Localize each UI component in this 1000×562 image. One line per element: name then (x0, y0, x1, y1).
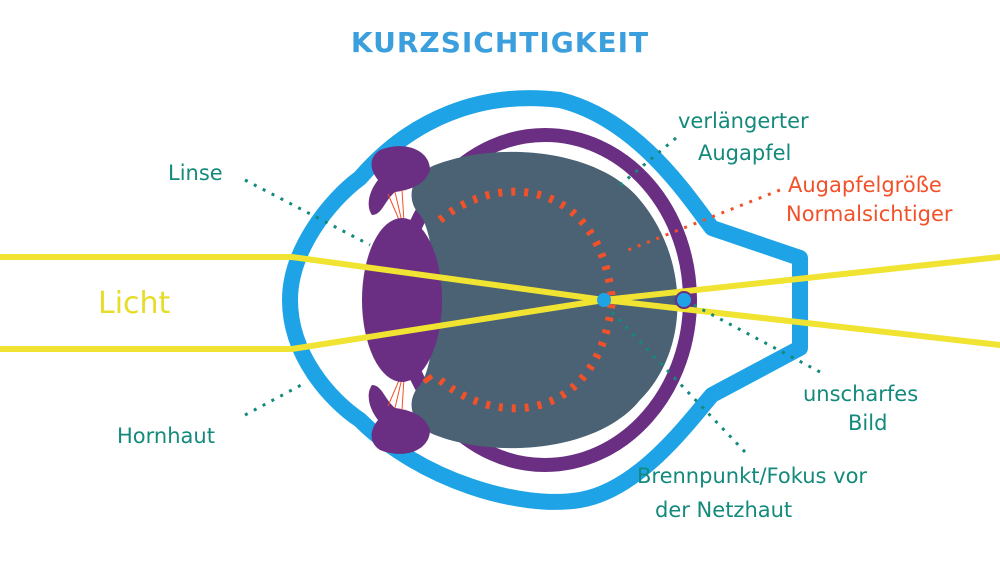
blurry-image-spot (675, 291, 693, 309)
focus-point (597, 293, 611, 307)
normal-eye-size-tick (422, 374, 434, 384)
leader-augapfel (619, 136, 677, 187)
label-licht: Licht (98, 286, 171, 321)
label-bild-line2: Bild (848, 411, 887, 435)
leader-lines (244, 136, 821, 454)
leader-bild (689, 301, 821, 374)
zonule-fibers (387, 189, 405, 411)
label-augapfel-line2: Augapfel (698, 141, 791, 165)
light-ray-top (0, 254, 1000, 348)
label-bild-line1: unscharfes (803, 382, 918, 406)
label-fokus-line1: Brennpunkt/Fokus vor (637, 464, 867, 488)
label-augapfel-line1: verlängerter (678, 109, 809, 133)
vitreous-body (411, 151, 678, 449)
label-fokus-line2: der Netzhaut (655, 498, 792, 522)
label-linse: Linse (168, 161, 223, 185)
lens (362, 218, 442, 382)
label-normal-line2: Normalsichtiger (786, 202, 953, 226)
diagram-title: KURZSICHTIGKEIT (351, 26, 649, 59)
light-rays (0, 254, 1000, 352)
light-ray-bottom (0, 254, 1000, 352)
ciliary-body-top (368, 146, 430, 215)
label-hornhaut: Hornhaut (117, 424, 215, 448)
ciliary-body-bottom (368, 385, 430, 454)
leader-linse (244, 178, 371, 247)
leader-normal (627, 188, 781, 252)
label-normal-line1: Augapfelgröße (788, 173, 942, 197)
leader-hornhaut (244, 381, 306, 417)
